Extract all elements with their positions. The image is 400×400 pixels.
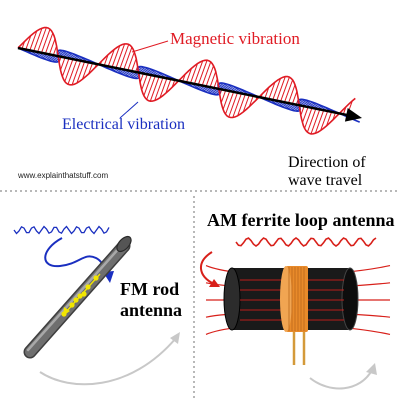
magnetic-hatch-line	[288, 84, 296, 104]
am-output-arrowhead	[366, 363, 377, 375]
magnetic-hatch-line	[81, 62, 90, 80]
magnetic-hatch-line	[222, 90, 231, 110]
magnetic-hatch-line	[29, 30, 38, 51]
electrical-vibration-label: Electrical vibration	[62, 116, 186, 133]
magnetic-vibration-label: Magnetic vibration	[170, 29, 300, 48]
magnetic-hatch-line	[44, 32, 54, 54]
fm-rod-antenna	[13, 225, 180, 386]
magnetic-hatch-line	[232, 93, 242, 118]
direction-label-line2: wave travel	[288, 171, 363, 189]
magnetic-hatch-line	[264, 87, 270, 99]
magnetic-hatch-line	[25, 35, 32, 50]
am-ferrite-loop-antenna	[200, 237, 391, 390]
magnetic-hatch-line	[276, 76, 286, 101]
am-ferrite-loop-antenna-label: AM ferrite loop antenna	[207, 210, 395, 230]
magnetic-hatch-line	[209, 71, 217, 88]
magnetic-hatch-line	[304, 107, 313, 129]
magnetic-hatch-line	[165, 78, 172, 94]
magnetic-hatch-line	[220, 90, 227, 103]
magnetic-hatch-line	[76, 61, 86, 84]
fm-charge-flow-line	[65, 273, 101, 313]
magnetic-hatch-line	[205, 65, 214, 87]
magnetic-hatch-line	[119, 44, 130, 69]
fm-incoming-signal	[13, 225, 110, 235]
magnetic-hatch-line	[64, 59, 74, 82]
fm-charge-flow-arrowhead	[63, 307, 70, 316]
magnetic-hatch-line	[302, 106, 309, 123]
magnetic-hatch-line	[37, 27, 47, 53]
magnetic-hatch-line	[291, 91, 298, 104]
magnetic-hatch-line	[154, 77, 164, 101]
magnetic-pointer-line	[131, 40, 169, 53]
magnetic-hatch-line	[248, 95, 254, 107]
magnetic-hatch-line	[314, 110, 325, 134]
fm-label-line2: antenna	[120, 299, 183, 320]
wave-axis-line	[17, 46, 357, 119]
magnetic-hatch-line	[107, 49, 115, 67]
magnetic-hatch-line	[48, 38, 56, 55]
magnetic-hatch-line	[186, 68, 193, 83]
wave-arrowhead	[344, 107, 362, 122]
direction-of-travel-label: Direction of wave travel	[288, 154, 366, 189]
magnetic-hatch-line	[213, 78, 218, 89]
magnetic-hatch-line	[326, 111, 333, 127]
am-output-arrow	[309, 369, 373, 390]
electrical-pointer-line	[119, 101, 139, 119]
fm-rod-antenna-label: FM rod antenna	[120, 279, 182, 320]
magnetic-hatch-line	[123, 47, 133, 70]
fm-output-arrowhead	[170, 332, 180, 344]
am-incoming-signal	[235, 237, 377, 247]
magnetic-hatch-line	[193, 60, 204, 85]
am-coil-left-edge	[280, 266, 292, 332]
am-ferrite-left-end	[223, 267, 241, 331]
am-coil-band	[286, 266, 308, 332]
magnetic-hatch-line	[127, 51, 135, 71]
magnetic-hatch-line	[103, 54, 109, 66]
magnetic-hatch-line	[41, 29, 51, 53]
magnetic-hatch-line	[143, 74, 152, 96]
magnetic-hatch-line	[225, 91, 235, 115]
magnetic-hatch-line	[111, 45, 121, 68]
magnetic-hatch-line	[60, 57, 66, 71]
magnetic-hatch-line	[149, 76, 160, 102]
fm-rod-cap	[116, 235, 132, 253]
magnetic-hatch-line	[228, 92, 238, 118]
magnetic-hatch-line	[272, 78, 281, 100]
magnetic-hatch-line	[131, 58, 137, 72]
magnetic-hatch-line	[159, 78, 168, 98]
magnetic-hatch-line	[146, 75, 156, 100]
magnetic-hatch-line	[284, 79, 294, 103]
magnetic-hatch-line	[141, 74, 148, 91]
fm-label-line1: FM rod	[120, 279, 180, 299]
direction-label-line1: Direction of	[288, 154, 366, 171]
magnetic-hatch-line	[310, 109, 321, 135]
magnetic-hatch-line	[268, 81, 276, 100]
magnetic-hatch-line	[242, 94, 250, 113]
magnetic-hatch-line	[190, 63, 198, 84]
magnetic-hatch-line	[67, 59, 78, 85]
magnetic-wave	[17, 26, 356, 135]
magnetic-hatch-line	[61, 58, 70, 77]
magnetic-hatch-line	[280, 76, 290, 102]
magnetic-hatch-line	[88, 63, 93, 75]
magnetic-hatch-line	[33, 28, 43, 52]
magnetic-hatch-line	[197, 60, 208, 85]
fm-output-arrow	[39, 337, 177, 386]
dotted-divider	[0, 190, 400, 400]
wave-outlines	[17, 26, 361, 135]
magnetic-hatch-line	[320, 110, 329, 131]
am-ferrite-right-end	[341, 267, 359, 331]
magnetic-hatch-line	[201, 61, 212, 86]
wave-direction-arrow	[17, 40, 362, 122]
magnetic-hatch-line	[71, 60, 82, 85]
magnetic-hatch-line	[306, 108, 317, 133]
am-signal-arrow	[200, 251, 215, 285]
site-watermark: www.explainthatstuff.com	[18, 171, 109, 180]
magnetic-hatch-line	[115, 43, 126, 69]
magnetic-hatch-line	[237, 94, 246, 116]
